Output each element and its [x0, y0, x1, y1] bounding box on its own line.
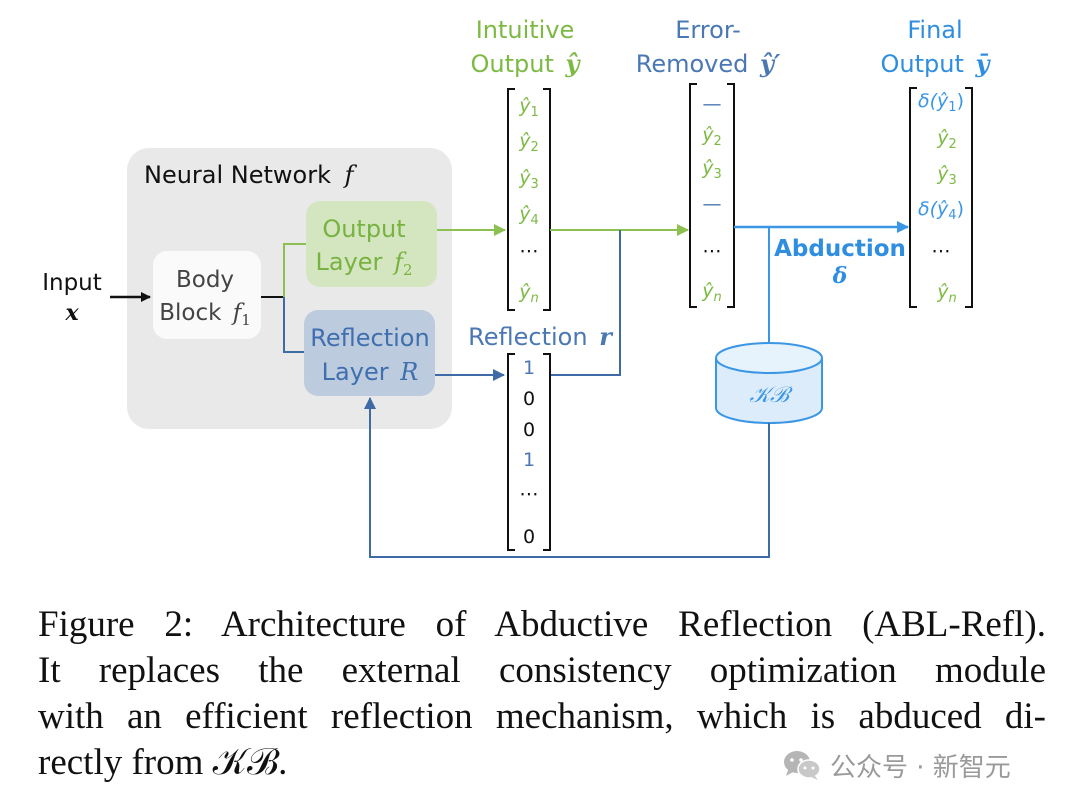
reflection-entry-2: 0	[523, 388, 535, 410]
output-layer-label-line1: Output	[322, 215, 405, 243]
reflection-entry-1: 1	[523, 357, 535, 379]
neural-network-title: Neural Network f	[144, 161, 358, 189]
final-output-title-line1: Final	[907, 16, 962, 44]
abduction-label: Abduction	[774, 236, 906, 262]
caption-line-1: Figure 2: Architecture of Abductive Refl…	[38, 604, 1046, 645]
error-removed-entry-3: ŷ3	[701, 157, 722, 182]
knowledge-base-cylinder: 𝒦ℬ	[715, 342, 823, 424]
reflection-layer-label-line1: Reflection	[310, 324, 429, 352]
watermark-text: 公众号 · 新智元	[830, 752, 1011, 783]
final-entry-5: ⋯	[932, 240, 951, 262]
reflection-entry-6: 0	[523, 526, 535, 548]
output-layer-box	[306, 201, 437, 287]
body-block-box	[153, 251, 261, 339]
error-removed-entry-1: —	[703, 93, 722, 115]
final-entry-4: δ(ŷ4)	[918, 198, 964, 223]
caption-line-3: with an efficient reflection mechanism, …	[38, 696, 1046, 737]
reflection-vector-right-bracket	[543, 353, 551, 551]
reflection-vector-entries: 1 0 0 1 ⋯ 0	[520, 357, 539, 548]
output-layer-label-line2: Layer f2	[316, 248, 413, 279]
caption-line-4: rectly from 𝒦ℬ.	[38, 742, 288, 783]
intuitive-entry-2: ŷ2	[518, 130, 539, 155]
reflection-entry-5: ⋯	[520, 483, 539, 505]
reflection-entry-3: 0	[523, 419, 535, 441]
abduction-symbol: δ	[832, 263, 848, 289]
error-removed-entry-5: ⋯	[703, 240, 722, 262]
intuitive-entry-3: ŷ3	[518, 167, 539, 192]
input-label: Input	[42, 270, 102, 296]
final-entry-6: ŷn	[936, 281, 957, 306]
final-entry-3: ŷ3	[936, 163, 957, 188]
final-output-entries: δ(ŷ1) ŷ2 ŷ3 δ(ŷ4) ⋯ ŷn	[918, 90, 964, 306]
intuitive-vector-left-bracket	[507, 88, 515, 311]
error-removed-left-bracket	[689, 83, 697, 308]
error-removed-entry-4: —	[703, 193, 722, 215]
reflection-layer-label-line2: Layer R	[322, 358, 419, 386]
error-removed-right-bracket	[727, 83, 735, 308]
reflection-to-mask-join	[550, 230, 621, 376]
intuitive-entry-6: ŷn	[518, 281, 539, 306]
body-block-label-line1: Body	[176, 267, 234, 293]
final-output-left-bracket	[909, 87, 917, 308]
reflection-vector-left-bracket	[507, 353, 515, 551]
input-symbol: x	[64, 300, 79, 326]
intuitive-entry-5: ⋯	[520, 240, 539, 262]
reflection-layer-box	[304, 310, 435, 396]
wechat-icon	[784, 751, 821, 780]
kb-feedback-loop	[364, 397, 770, 558]
branch-to-output-layer	[283, 243, 306, 297]
error-removed-title-line1: Error-	[675, 16, 741, 44]
intuitive-entry-1: ŷ1	[518, 95, 539, 120]
reflection-entry-4: 1	[523, 449, 535, 471]
intuitive-vector-entries: ŷ1 ŷ2 ŷ3 ŷ4 ⋯ ŷn	[518, 95, 539, 306]
architecture-diagram: Neural Network f Input x Body Block f1 O…	[42, 16, 992, 558]
final-output-title-line2: Output ȳ	[881, 49, 992, 78]
error-removed-entry-6: ŷn	[701, 280, 722, 305]
intuitive-output-title-line1: Intuitive	[476, 16, 575, 44]
final-entry-1: δ(ŷ1)	[918, 90, 964, 115]
figure-caption: Figure 2: Architecture of Abductive Refl…	[38, 602, 1046, 786]
final-entry-2: ŷ2	[936, 127, 957, 152]
error-removed-entries: — ŷ2 ŷ3 — ⋯ ŷn	[701, 93, 722, 305]
caption-line-2: It replaces the external consistency opt…	[38, 650, 1046, 691]
watermark: 公众号 · 新智元	[782, 748, 1011, 783]
branch-to-reflection-layer	[283, 297, 306, 353]
intuitive-output-title-line2: Output ŷ	[471, 49, 582, 78]
final-output-right-bracket	[965, 87, 973, 308]
error-removed-title-line2: Removed ŷ′	[636, 49, 781, 78]
body-block-label-line2: Block f1	[159, 300, 251, 329]
error-removed-entry-2: ŷ2	[701, 124, 722, 149]
reflection-vector-title: Reflection r	[468, 322, 614, 351]
knowledge-base-label: 𝒦ℬ	[750, 383, 793, 408]
intuitive-vector-right-bracket	[543, 88, 551, 311]
intuitive-entry-4: ŷ4	[518, 203, 539, 228]
